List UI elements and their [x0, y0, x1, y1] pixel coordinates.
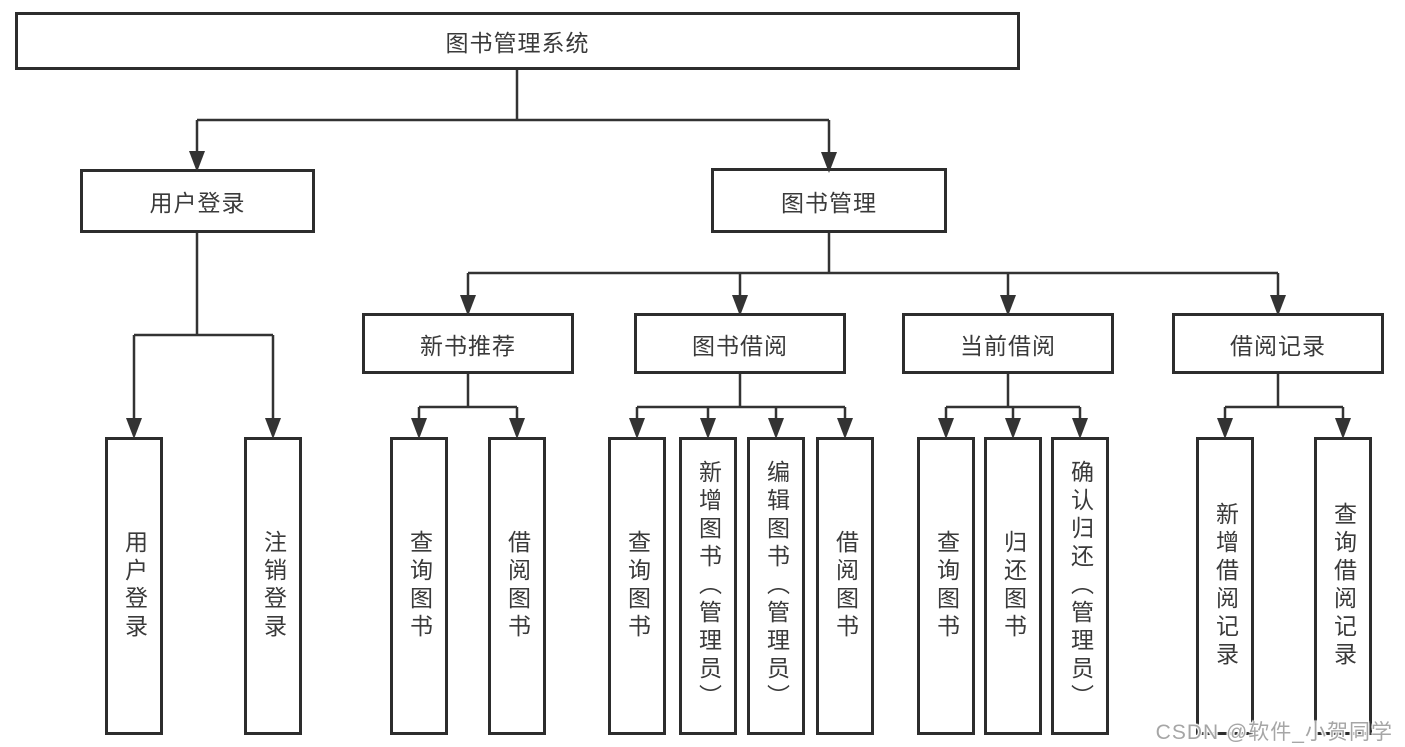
- node-borrow-records: 借阅记录: [1172, 313, 1384, 374]
- leaf-query-books-borrow-label: 查询图书: [624, 530, 651, 642]
- leaf-query-books-current: 查询图书: [917, 437, 975, 735]
- leaf-confirm-return-admin: 确认归还（管理员）: [1051, 437, 1109, 735]
- watermark: CSDN @软件_小贺同学: [1155, 721, 1393, 744]
- node-book-borrow: 图书借阅: [634, 313, 846, 374]
- leaf-query-books-recommend: 查询图书: [390, 437, 448, 735]
- leaf-confirm-return-admin-label: 确认归还（管理员）: [1067, 460, 1094, 712]
- leaf-borrow-books: 借阅图书: [816, 437, 874, 735]
- leaf-borrow-books-recommend-label: 借阅图书: [504, 530, 531, 642]
- leaf-logout-login-label: 注销登录: [260, 530, 287, 642]
- leaf-borrow-books-label: 借阅图书: [832, 530, 859, 642]
- leaf-query-books-current-label: 查询图书: [933, 530, 960, 642]
- node-borrow-records-label: 借阅记录: [1230, 332, 1326, 359]
- leaf-query-books-recommend-label: 查询图书: [406, 530, 433, 642]
- node-root: 图书管理系统: [15, 12, 1020, 70]
- leaf-add-books-admin-label: 新增图书（管理员）: [695, 460, 722, 712]
- node-user-login: 用户登录: [80, 169, 315, 233]
- leaf-user-login-label: 用户登录: [121, 530, 148, 642]
- leaf-query-borrow-record: 查询借阅记录: [1314, 437, 1372, 735]
- node-book-management: 图书管理: [711, 168, 947, 233]
- leaf-add-borrow-record: 新增借阅记录: [1196, 437, 1254, 735]
- node-user-login-label: 用户登录: [149, 190, 246, 216]
- leaf-borrow-books-recommend: 借阅图书: [488, 437, 546, 735]
- node-current-borrow-label: 当前借阅: [960, 332, 1056, 359]
- leaf-logout-login: 注销登录: [244, 437, 302, 735]
- node-new-book-recommend: 新书推荐: [362, 313, 574, 374]
- leaf-return-books: 归还图书: [984, 437, 1042, 735]
- node-root-label: 图书管理系统: [445, 30, 590, 56]
- node-book-borrow-label: 图书借阅: [692, 332, 788, 359]
- node-book-management-label: 图书管理: [781, 189, 877, 216]
- node-current-borrow: 当前借阅: [902, 313, 1114, 374]
- leaf-query-books-borrow: 查询图书: [608, 437, 666, 735]
- leaf-query-borrow-record-label: 查询借阅记录: [1330, 502, 1357, 670]
- leaf-user-login: 用户登录: [105, 437, 163, 735]
- leaf-edit-books-admin-label: 编辑图书（管理员）: [763, 460, 790, 712]
- leaf-add-borrow-record-label: 新增借阅记录: [1212, 502, 1239, 670]
- leaf-add-books-admin: 新增图书（管理员）: [679, 437, 737, 735]
- node-new-book-recommend-label: 新书推荐: [420, 332, 516, 359]
- leaf-edit-books-admin: 编辑图书（管理员）: [747, 437, 805, 735]
- leaf-return-books-label: 归还图书: [1000, 530, 1027, 642]
